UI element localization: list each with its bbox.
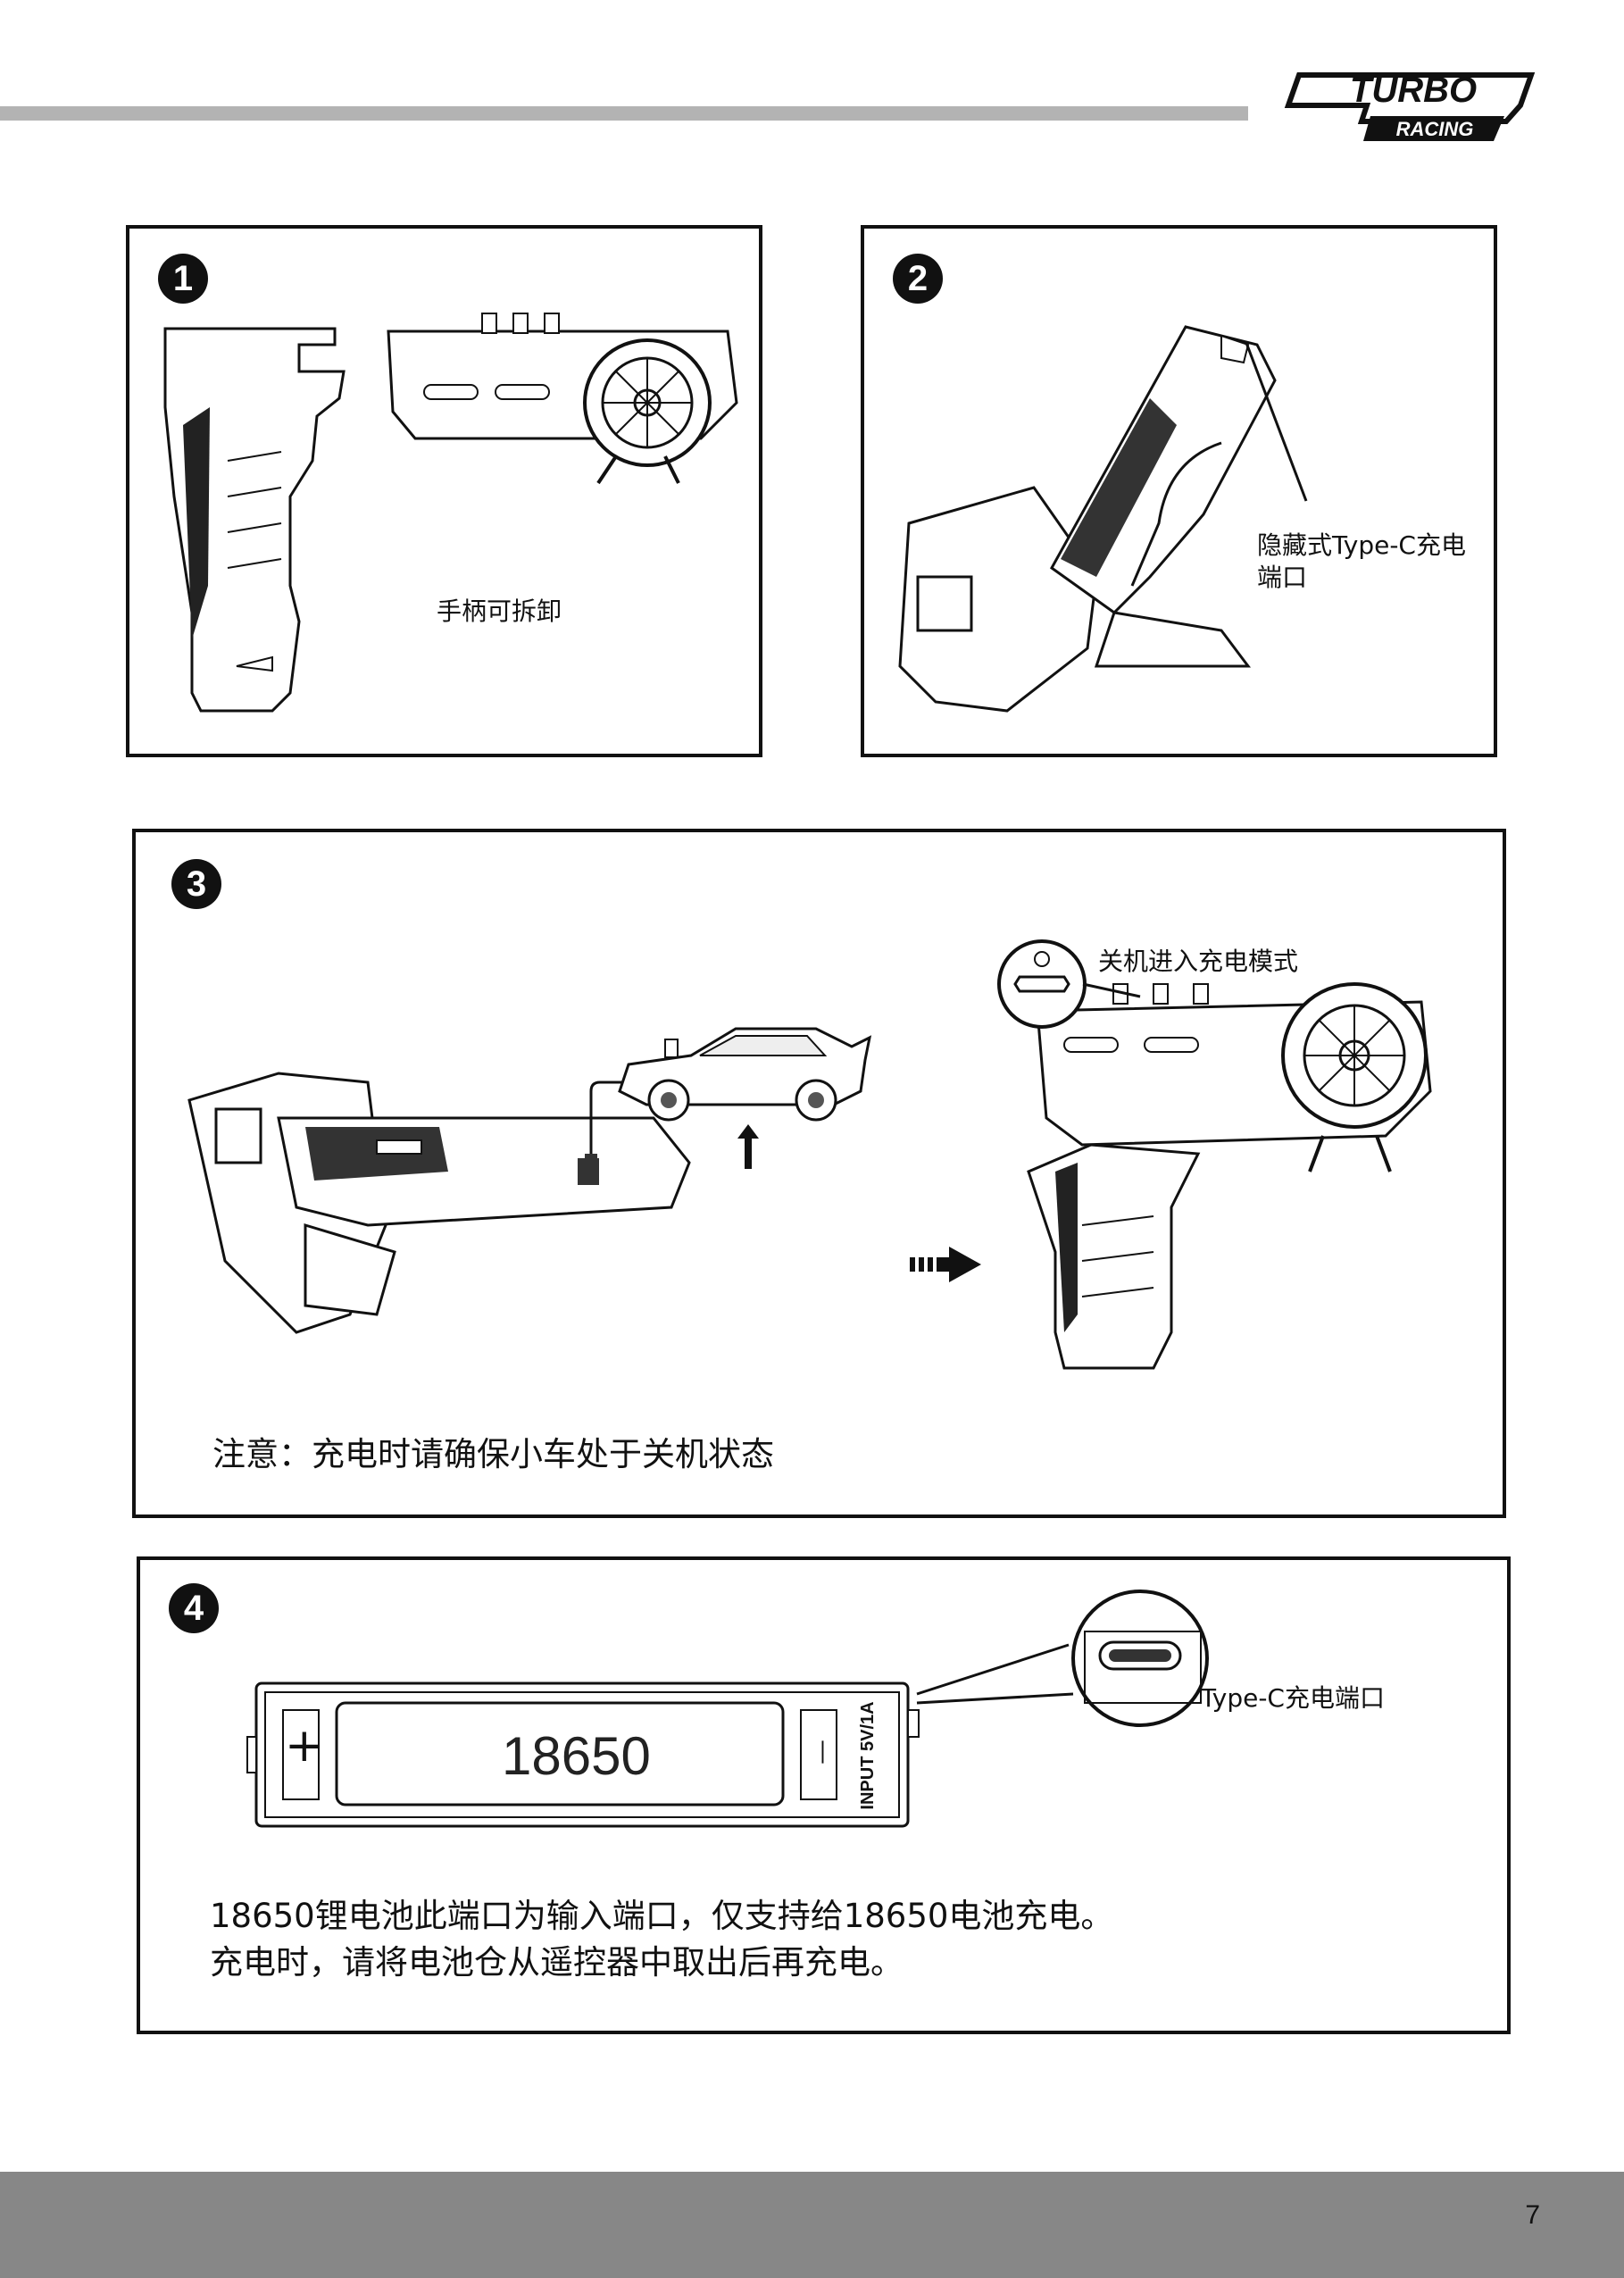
controller-off-illustration (993, 957, 1448, 1404)
turbo-racing-logo: TURBO RACING (1284, 71, 1536, 141)
panel-charging-mode: 3 (132, 829, 1506, 1518)
detachable-handle-label: 手柄可拆卸 (437, 597, 562, 626)
battery-tray-illustration (247, 1674, 926, 1835)
battery-note-line2: 充电时，请将电池仓从遥控器中取出后再充电。 (210, 1943, 904, 1982)
battery-model-label: 18650 (502, 1726, 651, 1786)
hidden-port-label-line2: 端口 (1257, 563, 1308, 592)
power-switch-callout (988, 939, 1167, 1047)
battery-minus-sign: — (810, 1740, 839, 1765)
panel-detachable-handle: 1 手柄可拆卸 (126, 225, 762, 757)
logo-word: TURBO (1350, 71, 1477, 110)
hidden-port-label-line1: 隐藏式Type-C充电 (1257, 530, 1466, 560)
port-leader-line (864, 229, 1501, 761)
charging-cable-illustration (585, 1038, 698, 1172)
step-badge-2: 2 (893, 254, 943, 304)
type-c-port-label: Type-C充电端口 (1201, 1683, 1385, 1713)
type-c-port-callout (917, 1587, 1256, 1730)
charging-mode-callout-label: 关机进入充电模式 (1098, 947, 1299, 976)
controller-port-illustration (882, 291, 1453, 747)
panel-battery-port: 4 18650 + — INPUT 5V/1A Type-C充电端口 18650… (137, 1556, 1511, 2034)
battery-plus-sign: + (285, 1719, 324, 1773)
controller-head-illustration (379, 296, 754, 501)
header-rule (0, 106, 1248, 121)
next-step-arrow-icon (910, 1247, 981, 1282)
logo-sub: RACING (1396, 118, 1474, 140)
plug-in-arrow-icon (737, 1124, 759, 1169)
panel-hidden-port: 2 隐藏式Type-C充电 端口 (861, 225, 1497, 757)
controller-charging-illustration (171, 1047, 779, 1368)
footer-bar: 7 (0, 2172, 1624, 2278)
page-number: 7 (1525, 2200, 1540, 2230)
step-badge-3: 3 (171, 859, 221, 909)
charging-safety-note: 注意：充电时请确保小车处于关机状态 (212, 1435, 774, 1473)
rc-car-illustration (611, 1020, 879, 1127)
step-badge-4: 4 (169, 1583, 219, 1633)
input-rating-label: INPUT 5V/1A (858, 1701, 878, 1810)
detached-handle-illustration (156, 318, 371, 729)
step-badge-1: 1 (158, 254, 208, 304)
battery-note-line1: 18650锂电池此端口为输入端口，仅支持给18650电池充电。 (210, 1897, 1114, 1935)
